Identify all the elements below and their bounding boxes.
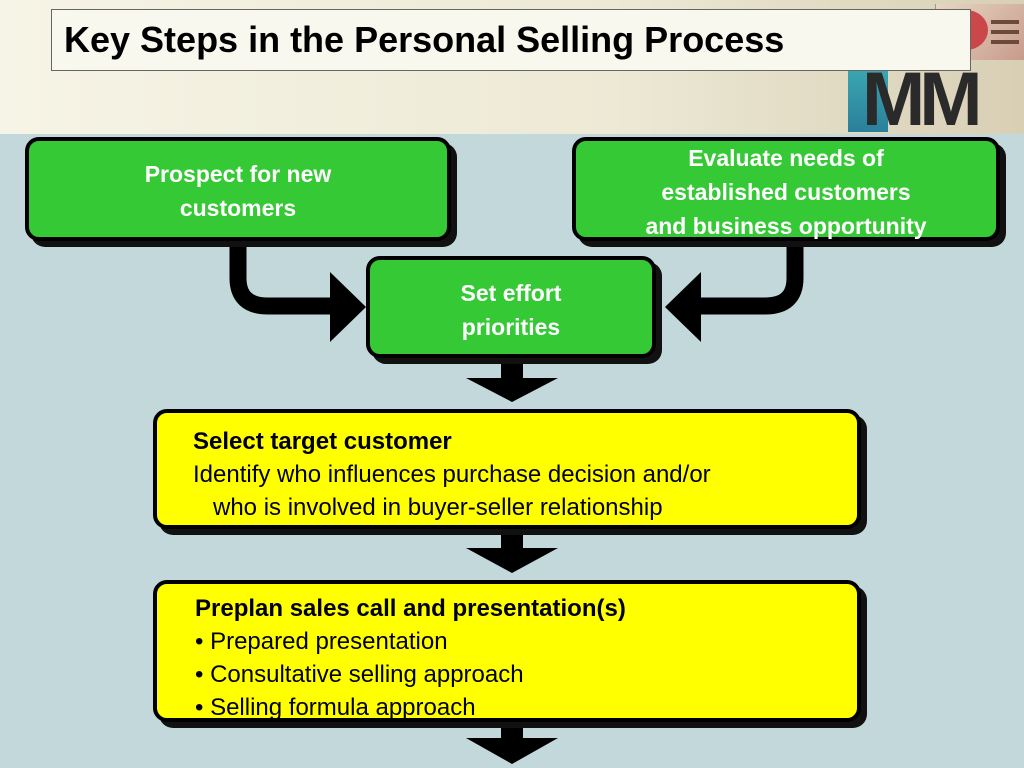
step-select-heading: Select target customer [193,428,452,455]
step-priorities-line: priorities [461,314,561,340]
step-evaluate-line: and business opportunity [645,213,927,239]
arrowhead-left-into-priorities [330,272,366,342]
step-prospect-box: Prospect for new customers [25,137,451,241]
connector-select-to-preplan-stem [501,535,523,550]
step-priorities-line: Set effort [460,280,562,306]
step-preplan-bullet: • Selling formula approach [195,694,476,721]
step-evaluate-box: Evaluate needs of established customers … [572,137,1000,241]
step-preplan-bullet: • Consultative selling approach [195,661,524,688]
step-select-detail: who is involved in buyer-seller relation… [213,494,663,521]
step-preplan-bullet: • Prepared presentation [195,628,448,655]
arrowhead-right-into-priorities [665,272,701,342]
step-prospect-line: Prospect for new [144,161,332,187]
step-select-box: Select target customer Identify who infl… [153,409,861,529]
logo-accent [848,70,888,132]
slide-title: Key Steps in the Personal Selling Proces… [51,9,971,71]
step-prospect-line: customers [179,195,297,221]
step-priorities-box: Set effort priorities [366,256,656,358]
connector-prospect-to-priorities [229,244,340,315]
connector-evaluate-to-priorities [690,244,804,315]
step-preplan-heading: Preplan sales call and presentation(s) [195,595,626,622]
arrowhead-down-to-preplan [466,548,558,573]
arrowhead-down-to-select [466,378,558,402]
step-preplan-box: Preplan sales call and presentation(s) •… [153,580,861,722]
connector-preplan-to-next-stem [501,726,523,740]
step-select-detail: Identify who influences purchase decisio… [193,461,711,488]
logo: MM [862,57,983,142]
step-evaluate-line: Evaluate needs of [688,145,884,171]
decorative-stripes [991,20,1019,24]
step-evaluate-line: established customers [661,179,911,205]
connector-priorities-to-select-stem [501,362,523,380]
arrowhead-down-next [466,738,558,764]
